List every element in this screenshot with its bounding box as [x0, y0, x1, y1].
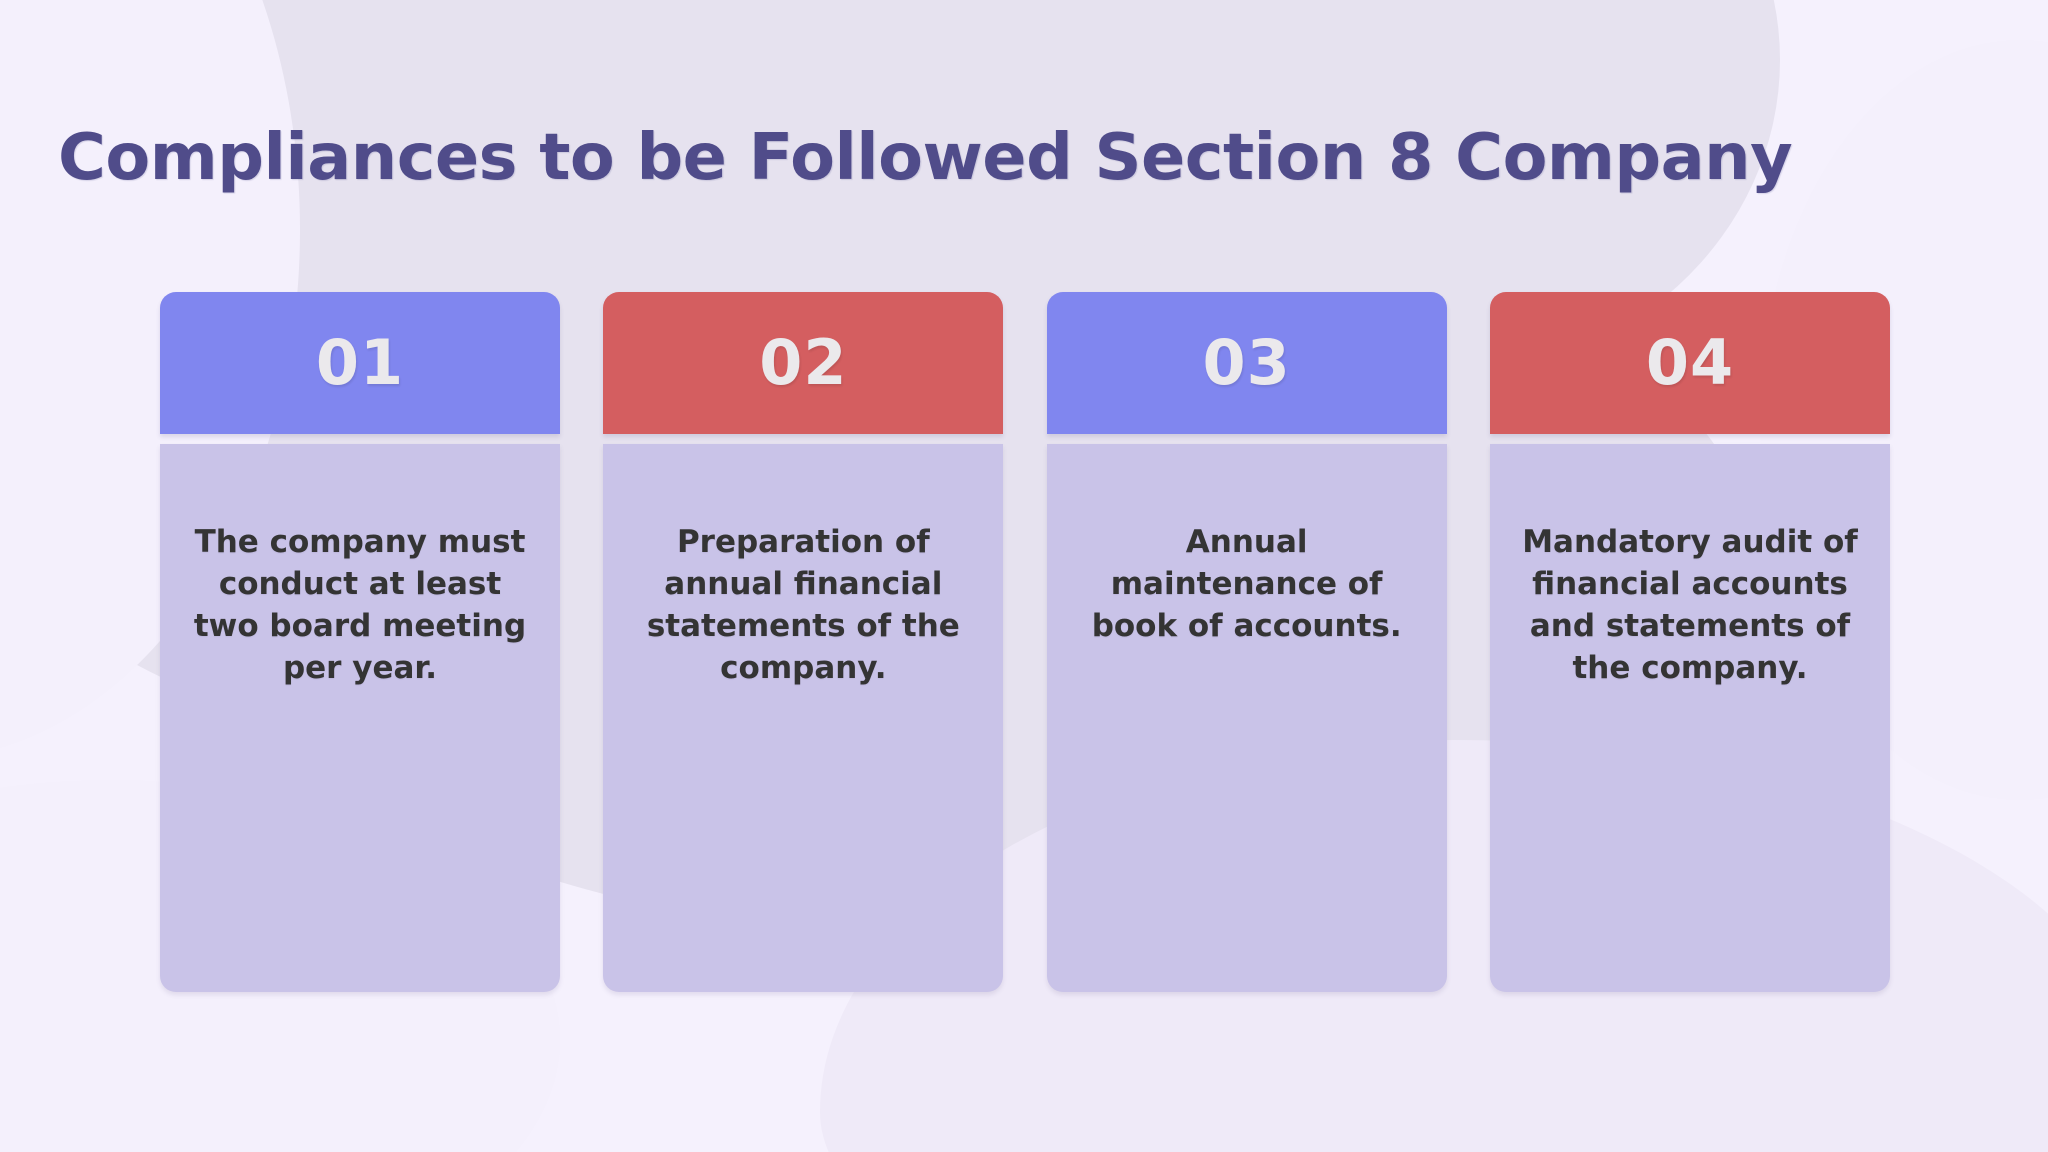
card-text-03: Annual maintenance of book of accounts.: [1091, 524, 1402, 645]
compliance-card-02: 02 Preparation of annual financial state…: [603, 292, 1004, 992]
card-text-04: Mandatory audit of financial accounts an…: [1522, 524, 1858, 687]
card-header-01: 01: [160, 292, 560, 434]
card-header-04: 04: [1489, 292, 1890, 434]
card-body-02: Preparation of annual financial statemen…: [603, 444, 1004, 992]
card-body-01: The company must conduct at least two bo…: [160, 444, 560, 992]
card-number-04: 04: [1645, 326, 1735, 399]
card-text-02: Preparation of annual financial statemen…: [646, 524, 960, 687]
card-header-02: 02: [603, 292, 1004, 434]
compliance-card-04: 04 Mandatory audit of financial accounts…: [1489, 292, 1890, 992]
card-number-03: 03: [1202, 326, 1291, 399]
card-header-03: 03: [1046, 292, 1447, 434]
card-number-02: 02: [759, 326, 848, 399]
card-body-04: Mandatory audit of financial accounts an…: [1489, 444, 1890, 992]
compliance-card-01: 01 The company must conduct at least two…: [160, 292, 560, 992]
page-title: Compliances to be Followed Section 8 Com…: [58, 120, 1793, 195]
compliance-card-03: 03 Annual maintenance of book of account…: [1046, 292, 1447, 992]
card-body-03: Annual maintenance of book of accounts.: [1046, 444, 1447, 992]
card-number-01: 01: [315, 326, 405, 399]
card-text-01: The company must conduct at least two bo…: [193, 524, 527, 687]
compliance-card-row: 01 The company must conduct at least two…: [160, 292, 1890, 992]
